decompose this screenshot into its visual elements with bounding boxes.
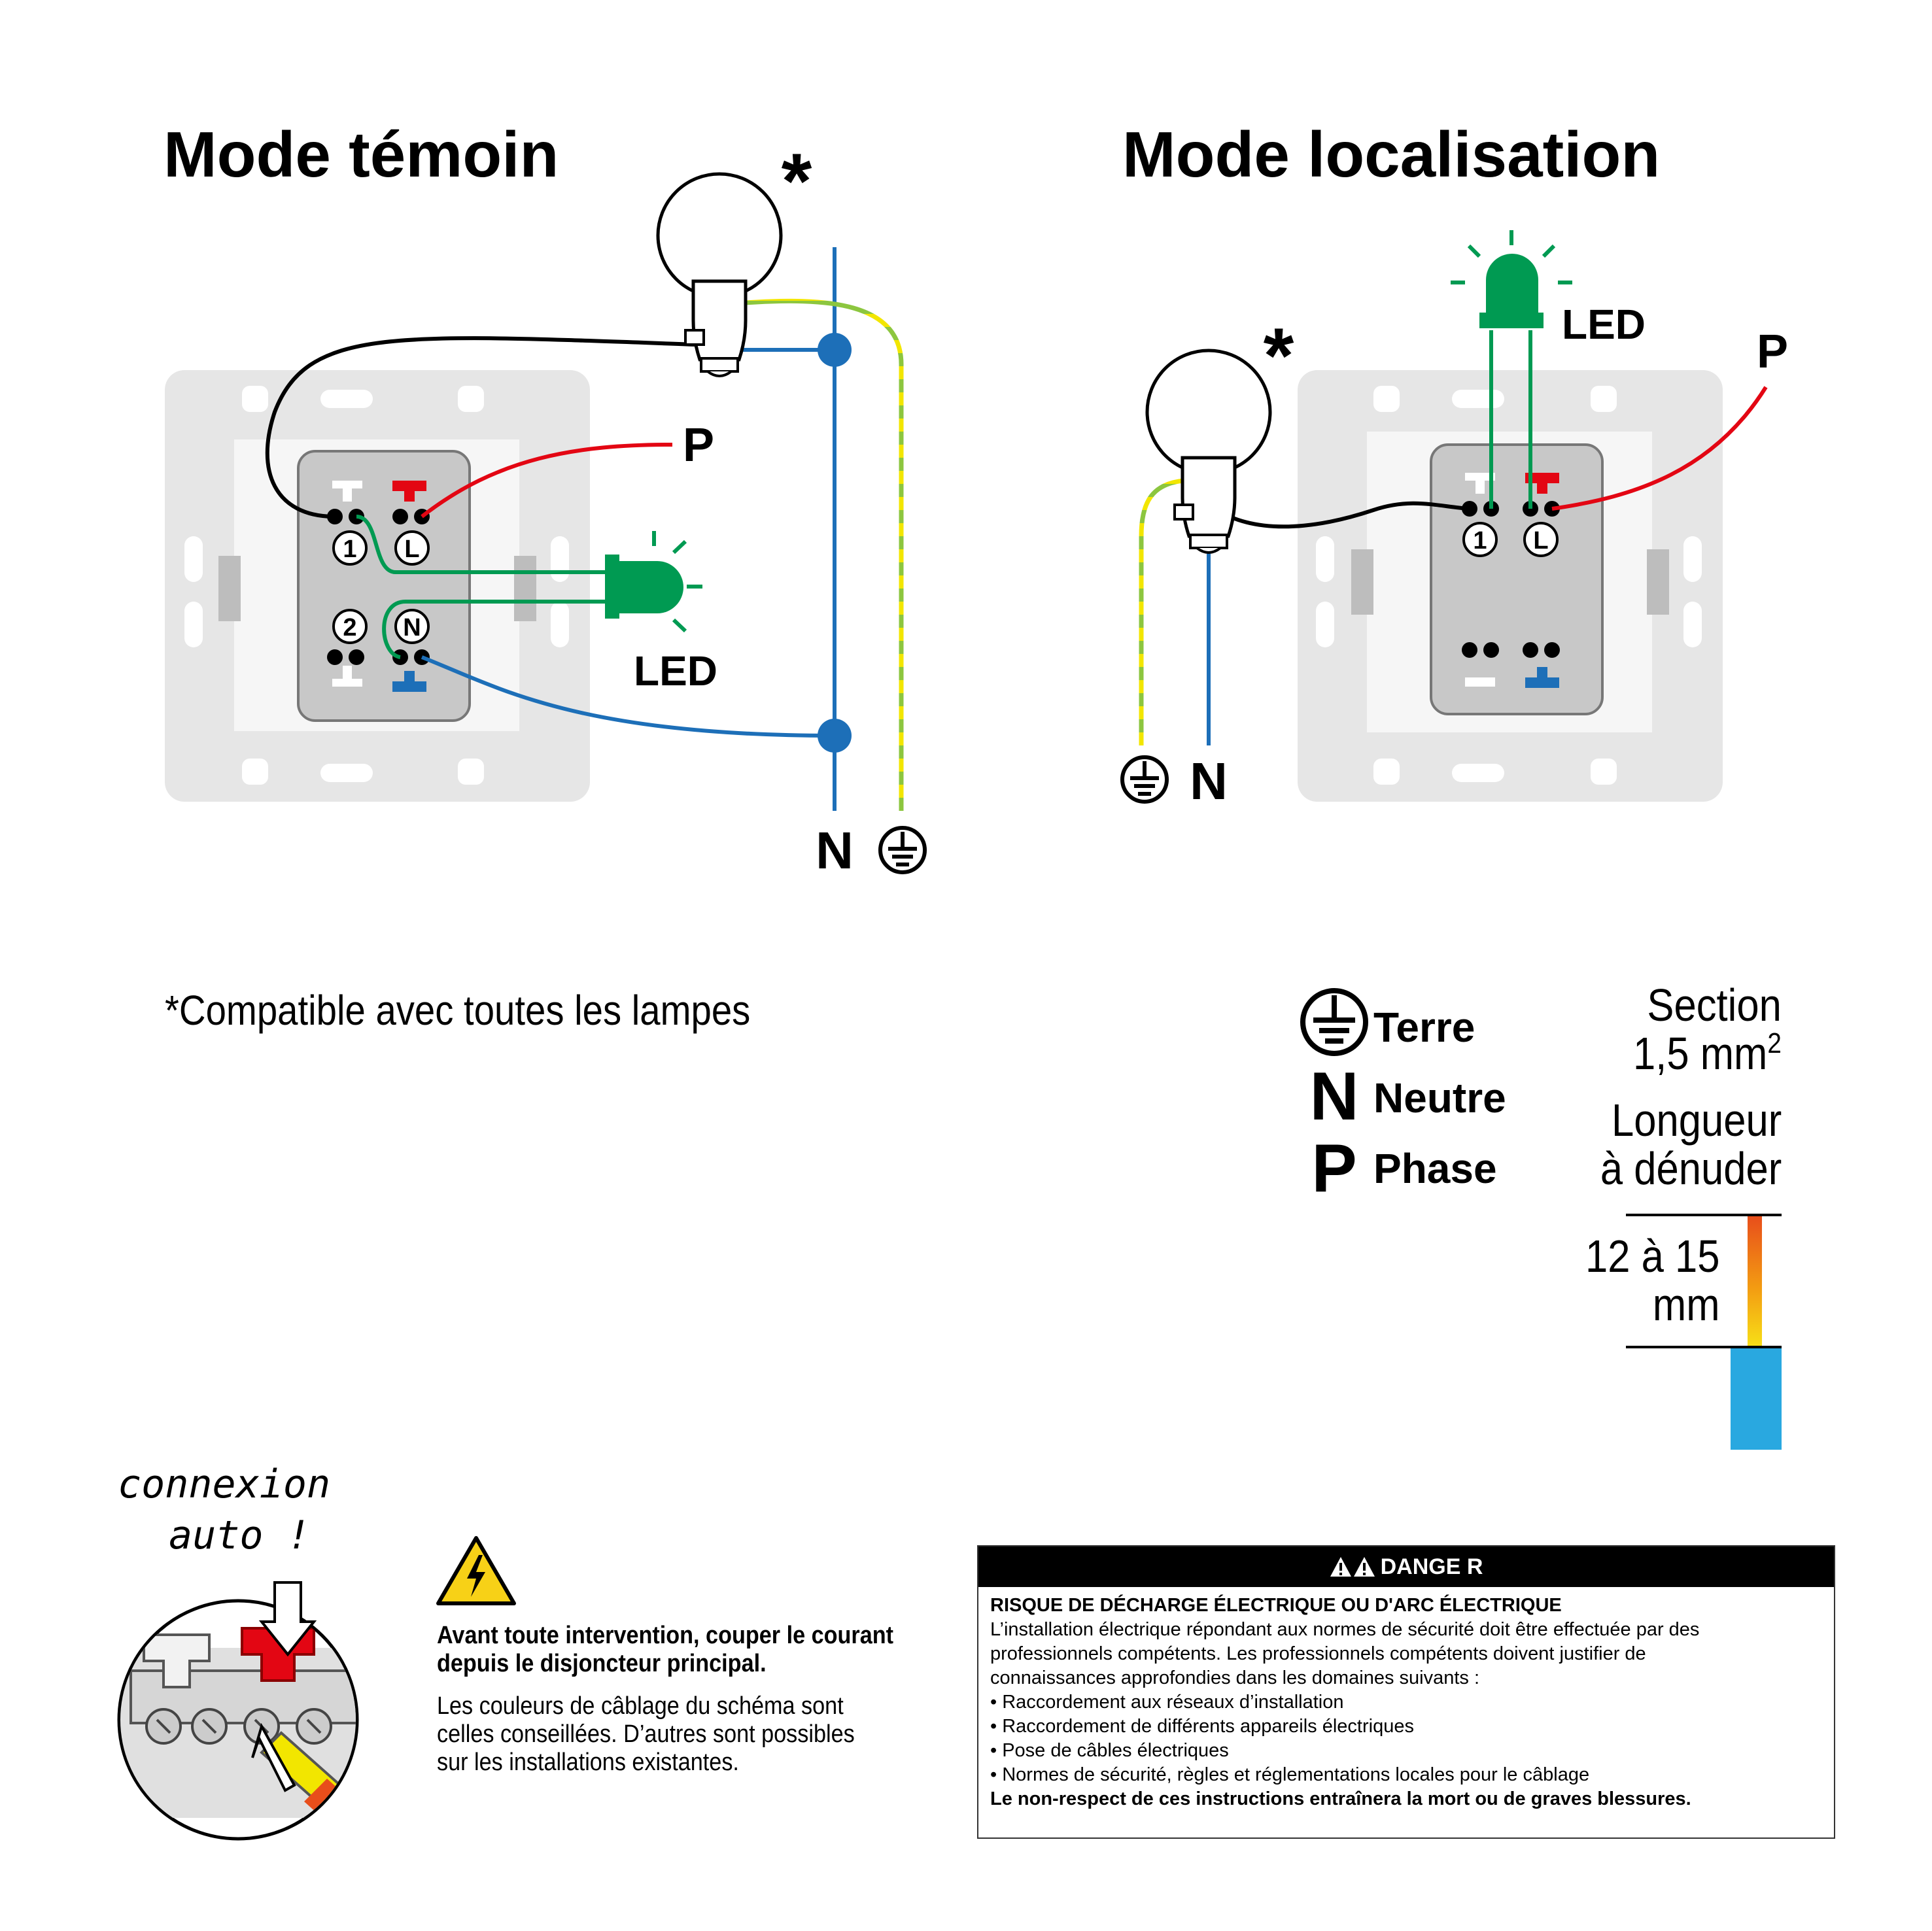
right-phase-label: P <box>1757 326 1788 378</box>
danger-header-text: DANGE R <box>1380 1554 1483 1579</box>
danger-footer: Le non-respect de ces instructions entra… <box>990 1788 1691 1809</box>
left-neutral-junction-top <box>818 333 852 367</box>
right-phase-wire <box>1551 386 1768 511</box>
danger-warning-icons <box>1330 1557 1375 1577</box>
left-black-wire <box>265 336 697 519</box>
left-diagram-title: Mode témoin <box>164 118 559 190</box>
spec-strip-line2: à dénuder <box>1600 1143 1782 1194</box>
right-lamp-asterisk: * <box>1264 312 1294 400</box>
legend-phase-label: Phase <box>1373 1145 1497 1192</box>
danger-list-item: • Pose de câbles électriques <box>990 1740 1229 1761</box>
right-switch-module: 1 L <box>1430 443 1604 715</box>
left-lamp <box>656 172 783 377</box>
danger-list-item: • Raccordement de différents appareils é… <box>990 1716 1414 1737</box>
right-neutral-label: N <box>1190 752 1228 810</box>
right-earth-wire <box>1139 478 1184 745</box>
left-earth-icon <box>878 826 927 874</box>
left-switch-module: 1 L 2 N <box>297 450 471 722</box>
legend-neutral-letter: N <box>1309 1059 1358 1135</box>
spec-section: Section 1,5 mm2 <box>1633 981 1782 1078</box>
terminal-L-label: L <box>404 536 419 563</box>
spec-strip-line1: Longueur <box>1611 1095 1782 1146</box>
spec-length-line1: 12 à 15 <box>1585 1231 1720 1282</box>
danger-title: RISQUE DE DÉCHARGE ÉLECTRIQUE OU D'ARC É… <box>990 1595 1562 1616</box>
danger-list-item: • Normes de sécurité, règles et réglemen… <box>990 1764 1590 1785</box>
left-neutral-wire <box>421 655 835 738</box>
left-neutral-label: N <box>816 821 854 880</box>
danger-intro-line2: professionnels compétents. Les professio… <box>990 1643 1646 1664</box>
spec-length: 12 à 15 mm <box>1585 1232 1720 1329</box>
left-led-green-wire-top <box>356 515 612 574</box>
spec-section-line1: Section <box>1647 980 1782 1031</box>
high-voltage-warning-icon <box>436 1536 516 1605</box>
left-neutral-junction-bottom <box>818 719 852 753</box>
terminal-1-label: 1 <box>343 536 356 563</box>
right-terminal-L-label: L <box>1533 527 1548 555</box>
left-phase-label: P <box>683 419 714 471</box>
warning-color-note: Les couleurs de câblage du schéma sont c… <box>437 1692 855 1776</box>
spec-strip: Longueur à dénuder <box>1600 1096 1782 1193</box>
strip-length-gauge <box>1626 1214 1782 1450</box>
left-earth-wire <box>745 298 904 811</box>
right-led-label: LED <box>1562 301 1646 348</box>
left-phase-wire <box>421 443 673 519</box>
right-lamp <box>1145 349 1272 554</box>
left-lamp-asterisk: * <box>782 137 812 225</box>
right-black-wire <box>1228 501 1470 529</box>
auto-connect-text-line2: auto ! <box>169 1512 311 1558</box>
warning-bold-text: Avant toute intervention, couper le cour… <box>437 1622 894 1677</box>
left-led-green-wire-bottom <box>382 600 612 659</box>
legend-phase-letter: P <box>1311 1131 1356 1206</box>
spec-length-line2: mm <box>1653 1279 1720 1330</box>
right-terminal-1-label: 1 <box>1473 527 1487 555</box>
auto-connect-text-line1: connexion <box>118 1461 330 1507</box>
terminal-N-label: N <box>403 614 421 641</box>
auto-connect-illustration <box>117 1581 359 1841</box>
danger-header: DANGE R <box>978 1547 1834 1587</box>
right-earth-icon <box>1120 755 1169 804</box>
danger-notice: DANGE R RISQUE DE DÉCHARGE ÉLECTRIQUE OU… <box>977 1545 1835 1839</box>
danger-body: RISQUE DE DÉCHARGE ÉLECTRIQUE OU D'ARC É… <box>978 1587 1834 1818</box>
compatibility-note: *Compatible avec toutes les lampes <box>165 987 751 1034</box>
left-led-label: LED <box>634 647 717 694</box>
left-led-icon <box>605 531 702 633</box>
terminal-2-label: 2 <box>343 614 356 641</box>
legend-neutral-label: Neutre <box>1373 1074 1506 1121</box>
right-diagram-title: Mode localisation <box>1122 118 1661 190</box>
danger-list-item: • Raccordement aux réseaux d’installatio… <box>990 1692 1344 1713</box>
right-led-icon <box>1451 230 1572 328</box>
legend-earth-label: Terre <box>1373 1004 1475 1051</box>
danger-intro-line1: L’installation électrique répondant aux … <box>990 1619 1700 1640</box>
danger-intro-line3: connaissances approfondies dans les doma… <box>990 1667 1480 1688</box>
spec-section-line2: 1,5 mm2 <box>1633 1027 1782 1079</box>
legend-earth-icon <box>1300 988 1368 1056</box>
